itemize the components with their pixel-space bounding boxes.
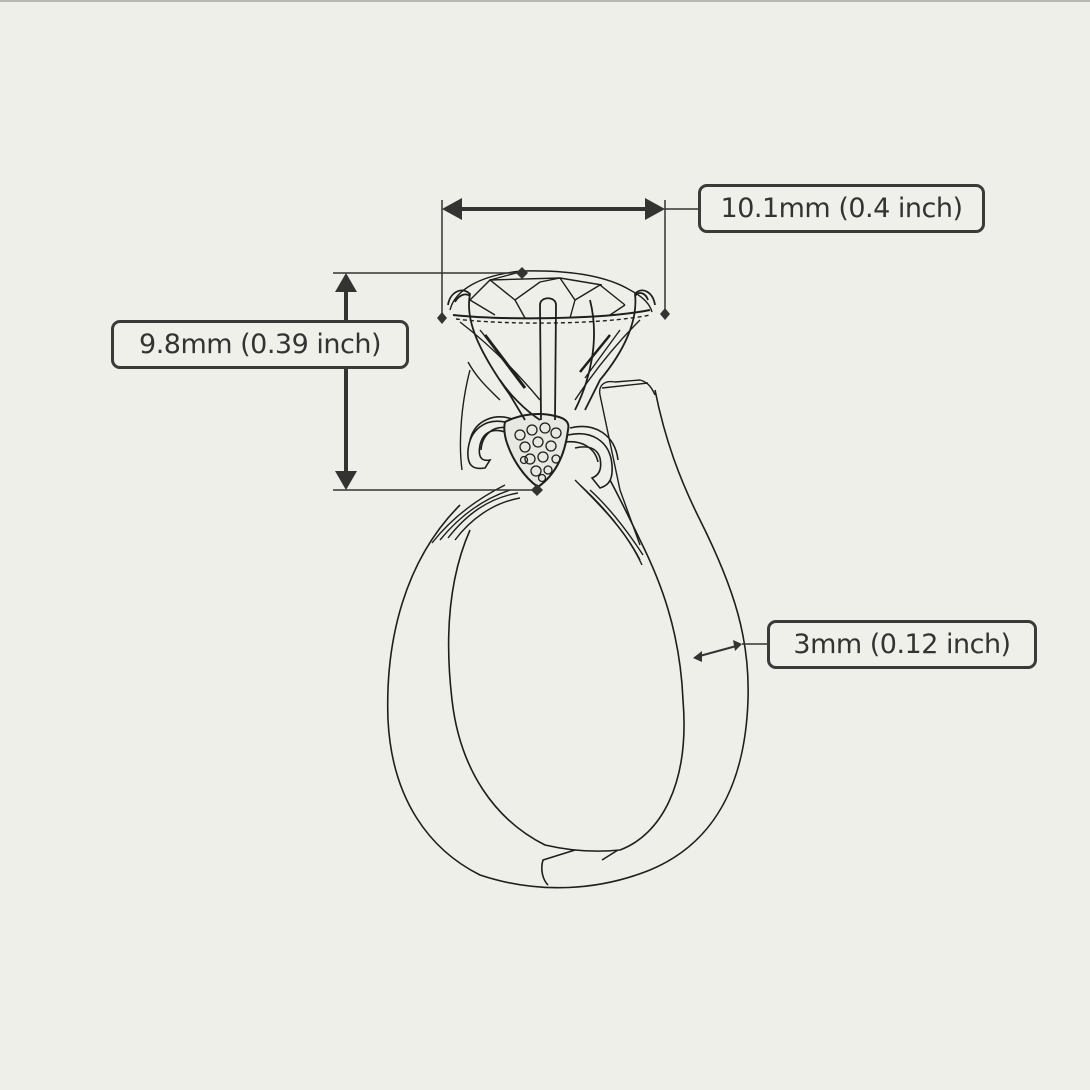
width-dimension-label: 10.1mm (0.4 inch)	[698, 184, 985, 233]
scroll-right	[564, 425, 619, 489]
height-dimension-label: 9.8mm (0.39 inch)	[111, 320, 409, 369]
prongs	[447, 289, 656, 421]
center-stone	[449, 270, 653, 401]
top-border	[0, 0, 1090, 2]
ring-band	[386, 389, 749, 889]
pave-accent	[503, 413, 570, 489]
dimension-band	[693, 640, 768, 662]
dimension-height	[333, 267, 543, 496]
dimension-width	[437, 198, 700, 324]
band-width-dimension-label: 3mm (0.12 inch)	[767, 620, 1037, 669]
